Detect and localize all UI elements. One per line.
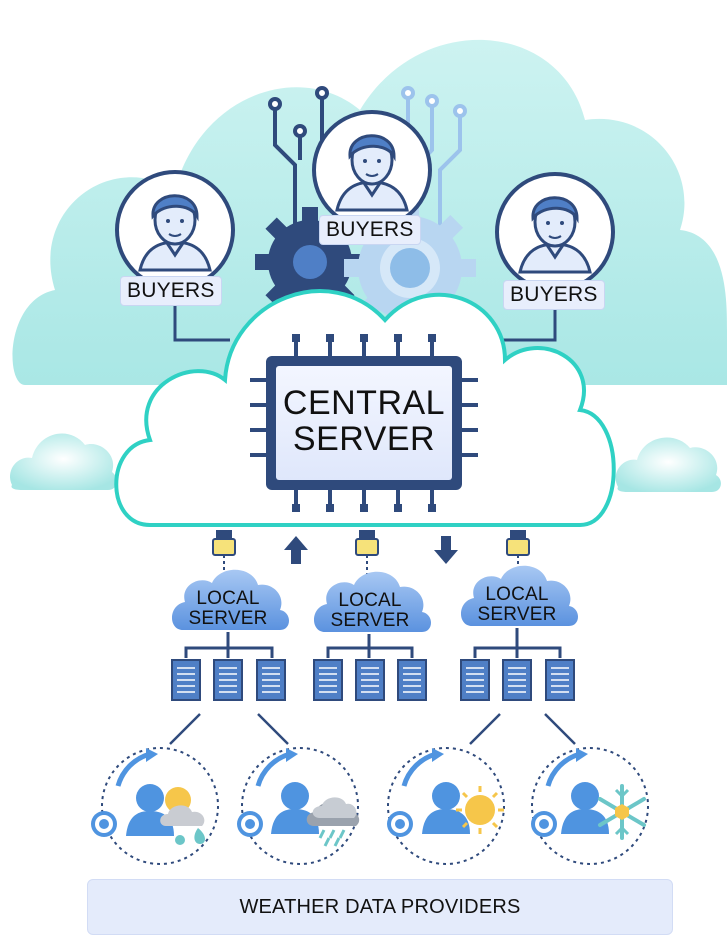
provider-3 — [387, 747, 505, 865]
central-server-line2: SERVER — [292, 419, 436, 458]
buyers-label-center: BUYERS — [319, 215, 421, 245]
up-arrow-icon — [284, 536, 308, 564]
buyers-label-left: BUYERS — [120, 276, 222, 306]
local-server-cloud-3 — [460, 565, 578, 626]
weather-data-providers-label: WEATHER DATA PROVIDERS — [239, 895, 521, 918]
local-server-1-line2: SERVER — [188, 607, 268, 629]
gear-small-icon — [91, 811, 117, 837]
gear-small-icon — [237, 811, 263, 837]
buyer-connectors — [173, 305, 557, 342]
local-server-label-1: LOCAL SERVER — [178, 589, 278, 629]
snowflake-icon — [598, 784, 646, 840]
gear-small-icon — [387, 811, 413, 837]
sun-cloud-rain-icon — [160, 787, 205, 845]
weather-data-providers-banner: WEATHER DATA PROVIDERS — [87, 879, 673, 935]
buyer-avatar-left — [115, 170, 235, 290]
document-tree-3 — [460, 628, 575, 701]
local-server-3-line1: LOCAL — [485, 584, 549, 605]
gear-small-icon — [531, 811, 557, 837]
buyer-avatar-right — [495, 172, 615, 292]
buyers-label-right: BUYERS — [503, 280, 605, 310]
local-server-2-line2: SERVER — [330, 609, 410, 631]
central-server-line1: CENTRAL — [282, 384, 446, 422]
local-server-1-line1: LOCAL — [196, 588, 260, 609]
chip-icon — [250, 334, 478, 512]
right-small-cloud — [615, 437, 721, 492]
central-server-label: CENTRAL SERVER — [276, 384, 452, 458]
document-tree-2 — [313, 634, 427, 701]
local-server-label-2: LOCAL SERVER — [320, 591, 420, 631]
provider-1 — [91, 747, 219, 865]
provider-2 — [237, 747, 360, 865]
local-server-cloud-1 — [171, 569, 289, 630]
local-server-label-3: LOCAL SERVER — [467, 585, 567, 625]
buyer-avatar-center — [312, 110, 432, 230]
left-small-cloud — [10, 433, 117, 490]
provider-4 — [531, 747, 649, 865]
local-server-3-line2: SERVER — [477, 603, 557, 625]
down-arrow-icon — [434, 536, 458, 564]
plug-connectors — [212, 530, 530, 588]
local-server-cloud-2 — [313, 571, 431, 632]
cloud-rain-icon — [306, 797, 360, 847]
document-tree-1 — [171, 632, 286, 701]
local-server-2-line1: LOCAL — [338, 590, 402, 611]
provider-links — [169, 713, 576, 745]
sun-icon — [456, 786, 504, 834]
